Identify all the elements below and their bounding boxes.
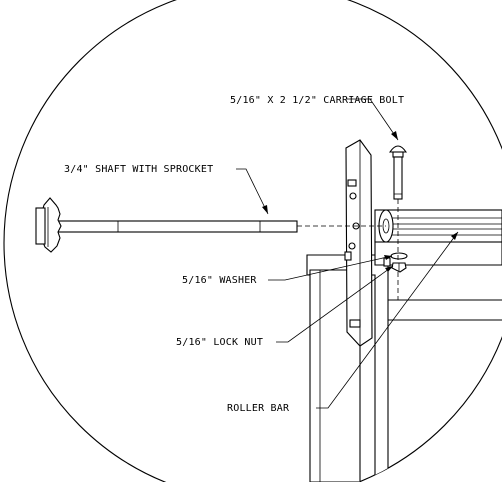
leader-washer [268, 255, 393, 281]
label-shaft-with-sprocket: 3/4" SHAFT WITH SPROCKET [64, 164, 213, 175]
leader-carriage-bolt [346, 98, 399, 141]
support-frame [306, 239, 502, 482]
label-carriage-bolt: 5/16" X 2 1/2" CARRIAGE BOLT [230, 95, 404, 106]
label-washer: 5/16" WASHER [182, 275, 257, 286]
detail-circle [3, 0, 502, 482]
leader-shaft [236, 168, 269, 215]
carriage-bolt [388, 145, 408, 200]
lock-nut [391, 262, 407, 273]
shaft-with-sprocket [35, 197, 298, 253]
label-lock-nut: 5/16" LOCK NUT [176, 337, 263, 348]
label-roller-bar: ROLLER BAR [227, 403, 290, 414]
leader-roller-bar [316, 231, 459, 409]
leader-lock-nut [276, 265, 394, 343]
mounting-plate [344, 139, 373, 347]
washer [390, 252, 408, 260]
roller-bar [374, 209, 502, 243]
